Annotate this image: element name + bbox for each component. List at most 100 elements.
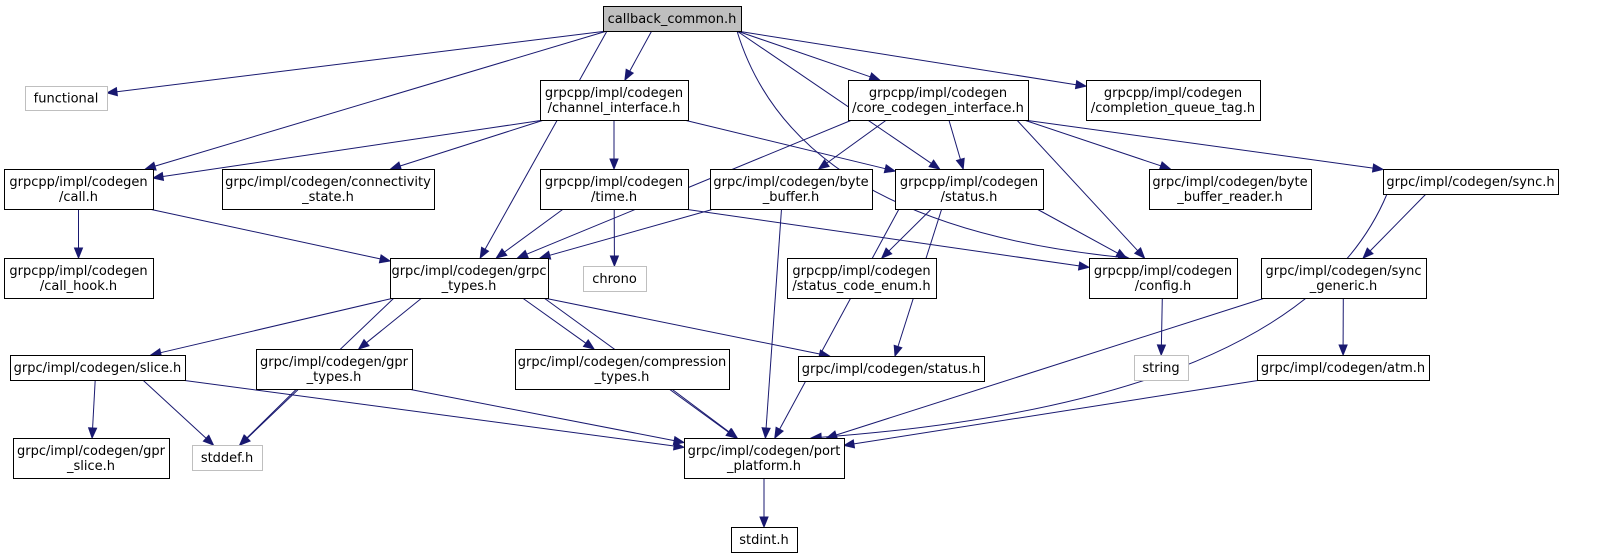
node-stdint[interactable]: stdint.h xyxy=(731,527,798,553)
node-sync-generic[interactable]: grpc/impl/codegen/sync_generic.h xyxy=(1261,258,1427,299)
arrowhead-icon xyxy=(378,254,392,264)
node-label: /channel_interface.h xyxy=(548,101,681,116)
edge-callback_common-to-channel_interface xyxy=(629,30,653,72)
node-chrono[interactable]: chrono xyxy=(583,266,647,292)
node-box xyxy=(4,258,154,299)
arrowhead-icon xyxy=(725,427,739,439)
node-slice[interactable]: grpc/impl/codegen/slice.h xyxy=(10,355,186,381)
edge-core_codegen_interface-to-config xyxy=(1016,119,1139,252)
node-label: /completion_queue_tag.h xyxy=(1091,101,1255,116)
node-gpr-slice[interactable]: grpc/impl/codegen/gpr_slice.h xyxy=(13,438,170,479)
edge-callback_common-to-functional xyxy=(116,30,608,93)
node-label: /time.h xyxy=(591,190,637,205)
node-label: grpc/impl/codegen/atm.h xyxy=(1261,361,1425,376)
node-byte-buffer-reader[interactable]: grpc/impl/codegen/byte_buffer_reader.h xyxy=(1149,169,1312,210)
node-label: grpcpp/impl/codegen xyxy=(1104,86,1242,101)
edge-core_codegen_interface-to-byte_buffer_reader xyxy=(1023,119,1161,167)
node-label: grpcpp/impl/codegen xyxy=(545,175,683,190)
arrowhead-icon xyxy=(893,344,903,358)
node-label: _platform.h xyxy=(726,459,801,474)
node-core-codegen-interface[interactable]: grpcpp/impl/codegen/core_codegen_interfa… xyxy=(848,80,1029,121)
arrowhead-icon xyxy=(538,250,552,260)
arrowhead-icon xyxy=(151,171,165,182)
arrowhead-icon xyxy=(582,339,596,350)
node-label: grpcpp/impl/codegen xyxy=(545,86,683,101)
node-completion-queue-tag[interactable]: grpcpp/impl/codegen/completion_queue_tag… xyxy=(1086,80,1261,121)
node-status-code-enum[interactable]: grpcpp/impl/codegen/status_code_enum.h xyxy=(787,258,937,299)
node-box xyxy=(25,86,108,111)
node-grpc-types[interactable]: grpc/impl/codegen/grpc_types.h xyxy=(390,258,549,299)
node-status-c[interactable]: grpc/impl/codegen/status.h xyxy=(798,356,985,382)
node-string[interactable]: string xyxy=(1134,355,1189,381)
edge-grpc_types-to-slice xyxy=(160,297,395,354)
node-functional[interactable]: functional xyxy=(25,86,108,111)
node-box xyxy=(603,6,742,32)
node-byte-buffer[interactable]: grpc/impl/codegen/byte_buffer.h xyxy=(710,169,873,210)
arrowhead-icon xyxy=(609,255,620,268)
node-label: _buffer_reader.h xyxy=(1176,190,1283,205)
node-label: grpcpp/impl/codegen xyxy=(9,264,147,279)
node-channel-interface[interactable]: grpcpp/impl/codegen/channel_interface.h xyxy=(540,80,689,121)
edge-channel_interface-to-status_cpp xyxy=(683,119,886,170)
edge-byte_buffer-to-grpc_types xyxy=(549,208,715,256)
arrowhead-icon xyxy=(73,247,84,260)
node-label: functional xyxy=(34,92,99,107)
node-label: grpcpp/impl/codegen xyxy=(869,86,1007,101)
node-box xyxy=(222,169,435,210)
node-label: callback_common.h xyxy=(608,12,737,27)
node-time[interactable]: grpcpp/impl/codegen/time.h xyxy=(540,169,689,210)
node-callback-common[interactable]: callback_common.h xyxy=(603,6,742,32)
node-label: grpc/impl/codegen/status.h xyxy=(802,362,980,377)
node-label: /call_hook.h xyxy=(40,279,117,294)
arrowhead-icon xyxy=(495,248,508,259)
arrowhead-icon xyxy=(1115,248,1128,259)
node-compression-types[interactable]: grpc/impl/codegen/compression_types.h xyxy=(515,349,730,390)
node-label: _slice.h xyxy=(66,459,115,474)
arrowhead-icon xyxy=(87,427,98,440)
node-box xyxy=(895,169,1044,210)
node-stddef[interactable]: stddef.h xyxy=(192,445,263,471)
arrowhead-icon xyxy=(883,163,897,174)
edge-core_codegen_interface-to-status_cpp xyxy=(948,119,961,160)
node-box xyxy=(256,349,413,390)
node-box xyxy=(515,349,730,390)
node-label: /status_code_enum.h xyxy=(792,279,930,294)
arrowhead-icon xyxy=(1158,161,1172,171)
node-label: _generic.h xyxy=(1309,279,1377,294)
edge-status_cpp-to-config xyxy=(1036,208,1118,254)
edge-config-to-string xyxy=(1160,297,1163,346)
edge-byte_buffer-to-port_platform xyxy=(765,208,782,429)
node-label: _state.h xyxy=(301,190,354,205)
node-gpr-types[interactable]: grpc/impl/codegen/gpr_types.h xyxy=(256,349,413,390)
node-config[interactable]: grpcpp/impl/codegen/config.h xyxy=(1089,258,1238,299)
node-label: grpcpp/impl/codegen xyxy=(1094,264,1232,279)
arrowhead-icon xyxy=(759,516,769,529)
arrowhead-icon xyxy=(1133,247,1146,259)
arrowhead-icon xyxy=(672,435,686,446)
nodes-layer: callback_common.h functional grpcpp/impl/c… xyxy=(4,6,1559,553)
node-box xyxy=(798,356,985,382)
node-call-hook[interactable]: grpcpp/impl/codegen/call_hook.h xyxy=(4,258,154,299)
node-label: grpc/impl/codegen/sync xyxy=(1266,264,1422,279)
edge-status_cpp-to-port_platform xyxy=(779,208,900,430)
node-label: grpc/impl/codegen/gpr xyxy=(17,444,166,459)
arrowhead-icon xyxy=(880,247,893,259)
node-port-platform[interactable]: grpc/impl/codegen/port_platform.h xyxy=(684,438,845,479)
edge-status_cpp-to-status_code_enum xyxy=(888,208,932,252)
edge-channel_interface-to-connectivity_state xyxy=(399,119,545,167)
arrowhead-icon xyxy=(389,161,403,171)
edge-time-to-config xyxy=(683,208,1080,267)
node-label: grpc/impl/codegen/connectivity xyxy=(225,175,431,190)
node-status-cpp[interactable]: grpcpp/impl/codegen/status.h xyxy=(895,169,1044,210)
node-box xyxy=(10,355,186,381)
node-call[interactable]: grpcpp/impl/codegen/call.h xyxy=(4,169,154,210)
node-box xyxy=(1089,258,1238,299)
node-label: grpc/impl/codegen/grpc xyxy=(391,264,546,279)
node-label: grpc/impl/codegen/byte xyxy=(713,175,868,190)
node-atm[interactable]: grpc/impl/codegen/atm.h xyxy=(1257,355,1430,381)
node-connectivity-state[interactable]: grpc/impl/codegen/connectivity_state.h xyxy=(222,169,435,210)
edge-slice-to-gpr_slice xyxy=(92,379,96,429)
node-sync[interactable]: grpc/impl/codegen/sync.h xyxy=(1383,169,1559,195)
arrowhead-icon xyxy=(238,434,251,446)
